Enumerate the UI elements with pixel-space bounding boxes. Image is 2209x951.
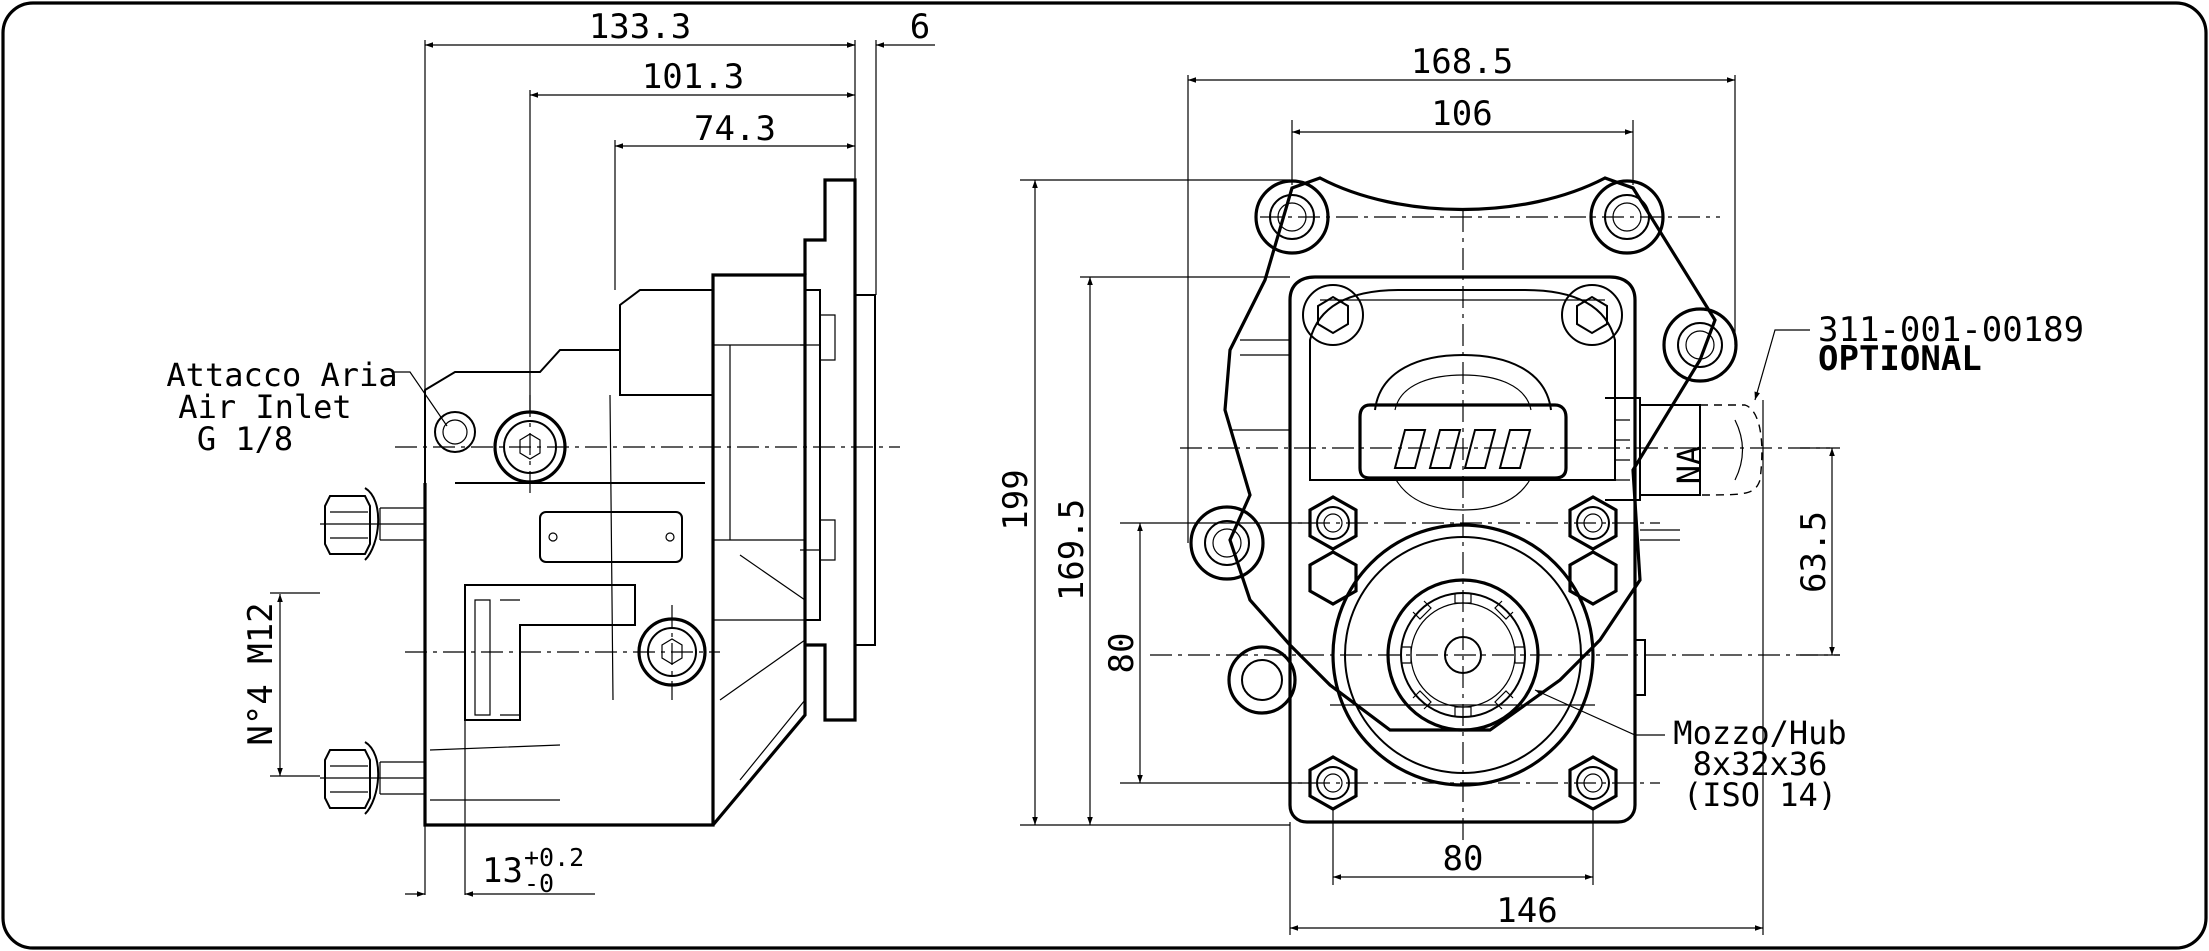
air-inlet-label-en: Air Inlet: [178, 388, 351, 426]
dim-vertical-bolt-spacing: 80: [1102, 633, 1142, 674]
hub-standard: (ISO 14): [1683, 776, 1837, 814]
dim-overall-width: 168.5: [1411, 42, 1513, 82]
side-view: [270, 40, 935, 897]
dim-lower-bolt-spacing: 80: [1443, 839, 1484, 879]
dim-upper-bolt-spacing: 106: [1431, 94, 1492, 134]
air-inlet-label-thread: G 1/8: [197, 420, 293, 458]
dim-base-width: 146: [1496, 891, 1557, 931]
dim-stud-pitch-tol-lower: -0: [524, 869, 554, 898]
studs-label: N°4 M12: [241, 602, 281, 745]
air-inlet-label-it: Attacco Aria: [166, 356, 397, 394]
front-view: [1020, 75, 1840, 935]
dim-overall-height: 199: [996, 469, 1036, 530]
dim-inlet-to-flange: 101.3: [642, 57, 744, 97]
na-label: NA: [1670, 446, 1708, 485]
dim-body-to-flange: 74.3: [694, 109, 776, 149]
dim-hub-offset: 63.5: [1794, 511, 1834, 593]
dim-body-height: 169.5: [1052, 499, 1092, 601]
part-number: 311-001-00189: [1818, 310, 2084, 350]
dim-overall-length: 133.3: [589, 7, 691, 47]
hub-label: Mozzo/Hub: [1673, 714, 1846, 752]
optional-label: OPTIONAL: [1818, 339, 1982, 379]
dim-flange-thickness: 6: [910, 7, 930, 47]
dim-stud-pitch-tol-upper: +0.2: [524, 843, 584, 872]
hub-spline-spec: 8x32x36: [1693, 745, 1828, 783]
dim-stud-pitch: 13: [482, 851, 523, 891]
